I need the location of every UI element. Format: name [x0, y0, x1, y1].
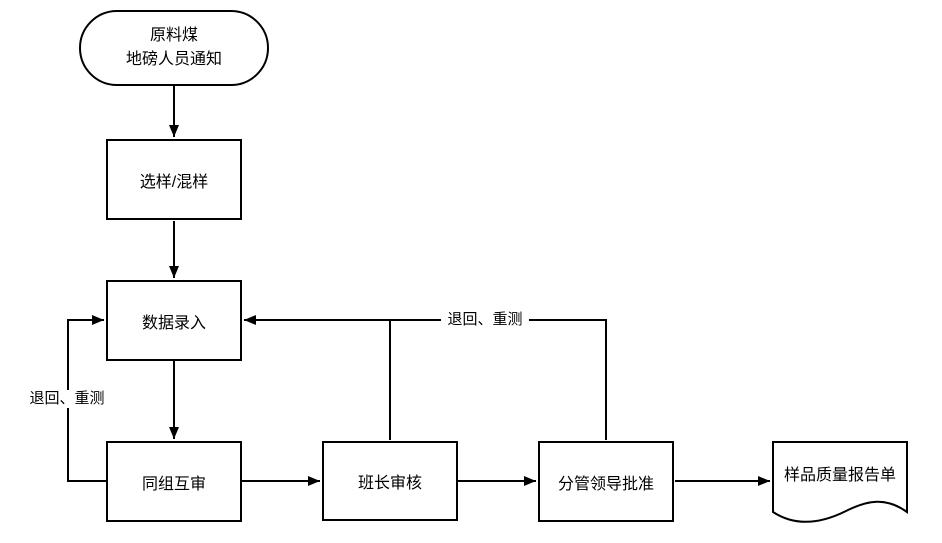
edge-leader-return-to-dataentry — [244, 315, 607, 440]
node-report-document: 样品质量报告单 — [772, 441, 908, 529]
node-foreman-review-label: 班长审核 — [357, 475, 422, 492]
node-leader-approval: 分管领导批准 — [538, 441, 674, 522]
node-start-terminator: 原料煤 地磅人员通知 — [79, 10, 269, 86]
node-data-entry-label: 数据录入 — [141, 314, 206, 332]
node-sampling: 选样/混样 — [106, 139, 242, 220]
node-report-label: 样品质量报告单 — [783, 467, 896, 484]
node-sampling-label: 选样/混样 — [139, 173, 209, 191]
node-peer-review: 同组互审 — [106, 441, 242, 522]
edge-label-return-retest-left: 退回、重测 — [24, 390, 110, 408]
node-start-line2: 地磅人员通知 — [125, 51, 222, 68]
node-data-entry: 数据录入 — [106, 280, 242, 361]
node-leader-approval-label: 分管领导批准 — [557, 475, 654, 493]
node-foreman-review: 班长审核 — [322, 441, 458, 521]
edge-label-return-retest-top: 退回、重测 — [441, 311, 529, 329]
node-peer-review-label: 同组互审 — [141, 475, 206, 493]
document-shape — [772, 441, 908, 523]
node-start-line1: 原料煤 — [149, 27, 198, 44]
